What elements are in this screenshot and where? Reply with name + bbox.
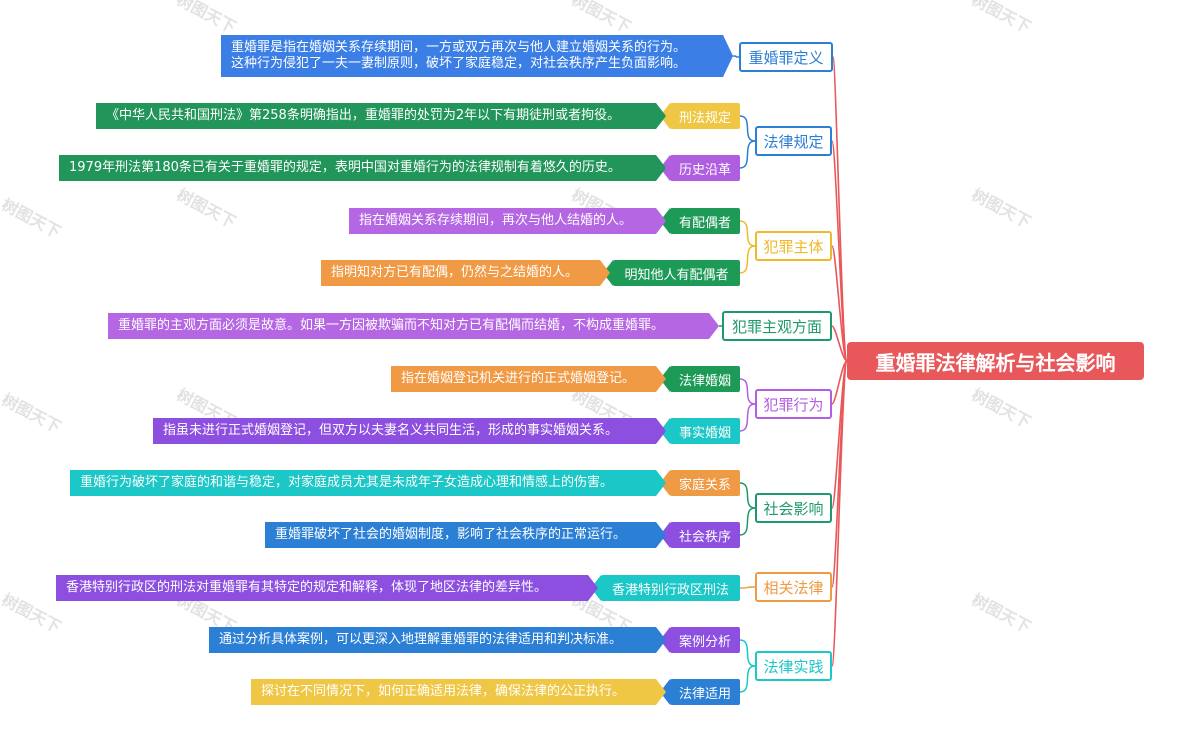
tag-node[interactable]: 有配偶者: [660, 208, 740, 234]
connector-line: [739, 482, 756, 509]
category-node-subjective-aspect[interactable]: 犯罪主观方面: [722, 311, 832, 341]
description-node[interactable]: 1979年刑法第180条已有关于重婚罪的规定，表明中国对重婚行为的法律规制有着悠…: [59, 155, 666, 181]
connector-line: [831, 325, 848, 362]
root-node[interactable]: 重婚罪法律解析与社会影响: [847, 342, 1144, 380]
description-node[interactable]: 通过分析具体案例，可以更深入地理解重婚罪的法律适用和判决标准。: [209, 627, 666, 653]
category-node-criminal-act[interactable]: 犯罪行为: [755, 389, 832, 419]
description-line: 这种行为侵犯了一夫一妻制原则，破坏了家庭稳定，对社会秩序产生负面影响。: [231, 56, 687, 71]
connector-line: [739, 245, 756, 274]
category-node-social-impact[interactable]: 社会影响: [755, 493, 832, 523]
category-node-legal-practice[interactable]: 法律实践: [755, 651, 832, 681]
description-node[interactable]: 重婚罪是指在婚姻关系存续期间，一方或双方再次与他人建立婚姻关系的行为。这种行为侵…: [221, 35, 733, 77]
connector-line: [732, 55, 740, 58]
tag-node[interactable]: 家庭关系: [660, 470, 740, 496]
tag-node[interactable]: 刑法规定: [660, 103, 740, 129]
connector-line: [831, 360, 848, 667]
connector-line: [739, 639, 756, 667]
tag-node[interactable]: 明知他人有配偶者: [603, 260, 740, 286]
connector-line: [831, 360, 848, 588]
tag-node[interactable]: 社会秩序: [660, 522, 740, 548]
tag-node[interactable]: 案例分析: [660, 627, 740, 653]
description-line: 重婚罪是指在婚姻关系存续期间，一方或双方再次与他人建立婚姻关系的行为。: [231, 40, 687, 55]
connector-line: [739, 140, 756, 169]
connector-line: [739, 507, 756, 536]
description-node[interactable]: 指明知对方已有配偶，仍然与之结婚的人。: [321, 260, 610, 286]
tag-node[interactable]: 事实婚姻: [660, 418, 740, 444]
connector-line: [739, 115, 756, 142]
category-node-legal-provisions[interactable]: 法律规定: [755, 126, 832, 156]
category-node-definition[interactable]: 重婚罪定义: [739, 42, 833, 72]
connector-line: [739, 586, 756, 589]
connector-line: [739, 403, 756, 432]
connector-line: [739, 220, 756, 247]
connector-line: [739, 378, 756, 405]
description-node[interactable]: 香港特别行政区的刑法对重婚罪有其特定的规定和解释，体现了地区法律的差异性。: [56, 575, 598, 601]
description-node[interactable]: 《中华人民共和国刑法》第258条明确指出，重婚罪的处罚为2年以下有期徒刑或者拘役…: [96, 103, 666, 129]
connector-line: [739, 665, 756, 693]
category-node-criminal-subject[interactable]: 犯罪主体: [755, 231, 832, 261]
connector-line: [831, 245, 848, 362]
description-node[interactable]: 重婚行为破坏了家庭的和谐与稳定，对家庭成员尤其是未成年子女造成心理和情感上的伤害…: [70, 470, 666, 496]
tag-node[interactable]: 香港特别行政区刑法: [591, 575, 740, 601]
description-node[interactable]: 重婚罪破坏了社会的婚姻制度，影响了社会秩序的正常运行。: [265, 522, 666, 548]
tag-node[interactable]: 历史沿革: [660, 155, 740, 181]
tag-node[interactable]: 法律适用: [660, 679, 740, 705]
description-node[interactable]: 指在婚姻登记机关进行的正式婚姻登记。: [391, 366, 666, 392]
description-node[interactable]: 指虽未进行正式婚姻登记，但双方以夫妻名义共同生活，形成的事实婚姻关系。: [153, 418, 666, 444]
category-node-related-law[interactable]: 相关法律: [755, 572, 832, 602]
description-node[interactable]: 指在婚姻关系存续期间，再次与他人结婚的人。: [349, 208, 666, 234]
tag-node[interactable]: 法律婚姻: [660, 366, 740, 392]
description-node[interactable]: 探讨在不同情况下，如何正确适用法律，确保法律的公正执行。: [251, 679, 666, 705]
description-node[interactable]: 重婚罪的主观方面必须是故意。如果一方因被欺骗而不知对方已有配偶而结婚，不构成重婚…: [108, 313, 719, 339]
connector-line: [831, 140, 848, 362]
